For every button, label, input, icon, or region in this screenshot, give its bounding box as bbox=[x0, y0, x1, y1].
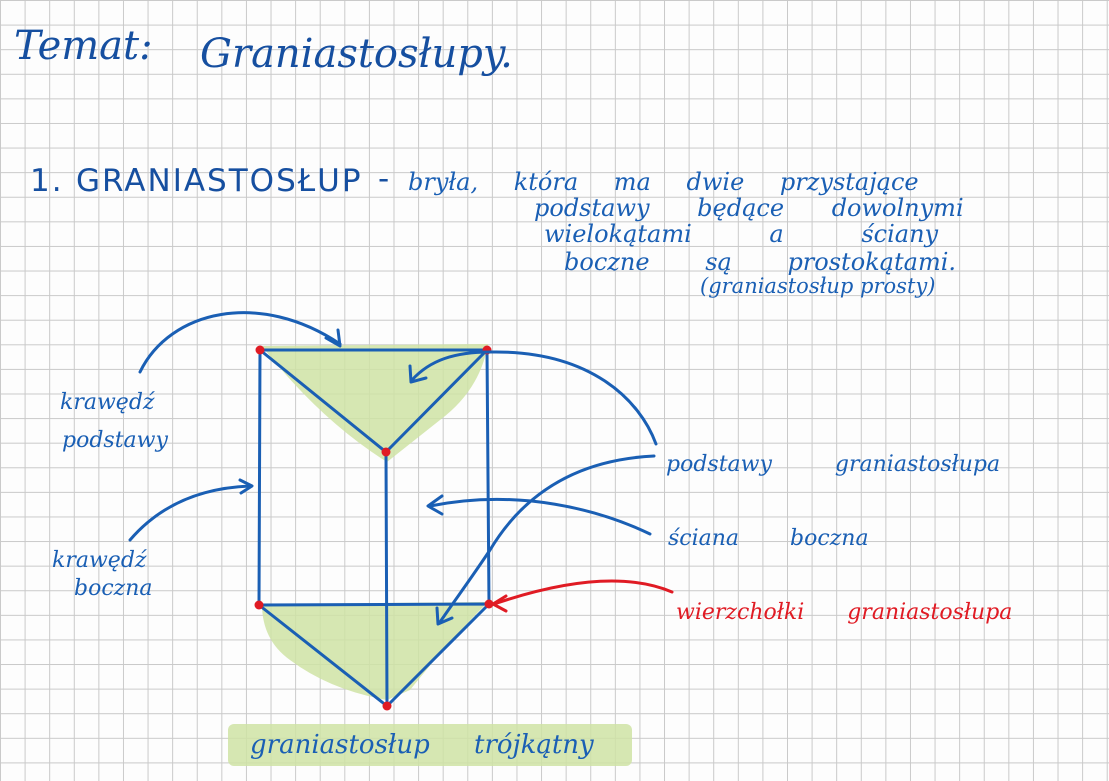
annotation-arrows bbox=[128, 311, 658, 626]
right-lateral-edge bbox=[485, 348, 491, 606]
vertex bbox=[255, 345, 265, 355]
arrow-lateral-edge-head bbox=[238, 478, 254, 495]
label-base-edge-line-1: krawędź bbox=[60, 390, 155, 415]
arrow-base-edge-head bbox=[324, 328, 342, 348]
page-title: Graniastosłupy. bbox=[200, 31, 513, 77]
label-lateral-face: ściana boczna bbox=[668, 526, 869, 551]
vertex bbox=[254, 600, 264, 610]
middle-lateral-edge bbox=[384, 450, 389, 708]
bottom-base-triangle bbox=[257, 602, 491, 708]
arrow-top-base-head bbox=[408, 364, 428, 384]
label-base-edge-line-2: podstawy bbox=[62, 428, 168, 453]
definition-line-2: podstawy będące dowolnymi bbox=[534, 194, 964, 222]
top-base-shading bbox=[262, 344, 488, 462]
arrow-vertices bbox=[492, 579, 674, 606]
left-lateral-edge bbox=[257, 348, 262, 607]
definition-number: 1. bbox=[30, 163, 64, 199]
arrow-bottom-base-head bbox=[435, 606, 454, 626]
title-label: Temat: bbox=[14, 23, 153, 69]
definition-line-5: (graniastosłup prosty) bbox=[700, 274, 936, 298]
arrow-top-base bbox=[410, 350, 658, 446]
vertex bbox=[381, 447, 391, 457]
definition-dash: - bbox=[378, 161, 392, 197]
label-lateral-edge-line-1: krawędź bbox=[52, 548, 147, 573]
vertex bbox=[484, 599, 494, 609]
label-bases: podstawy graniastosłupa bbox=[666, 452, 1001, 477]
definition-line-3: wielokątami a ściany bbox=[544, 220, 939, 248]
prism-edges bbox=[257, 348, 491, 708]
arrow-lateral-face-head bbox=[426, 494, 444, 516]
figure-caption: graniastosłup trójkątny bbox=[250, 730, 594, 760]
definition-term: GRANIASTOSŁUP bbox=[76, 163, 363, 199]
definition-line-4: boczne są prostokątami. bbox=[564, 248, 957, 276]
vertex bbox=[382, 701, 392, 711]
label-vertices: wierzchołki graniastosłupa bbox=[676, 600, 1013, 625]
arrow-lateral-edge bbox=[128, 484, 252, 542]
vertex-arrow bbox=[491, 579, 674, 613]
definition-line-1: bryła, która ma dwie przystające bbox=[408, 168, 919, 196]
arrow-lateral-face bbox=[428, 497, 652, 536]
caption-highlight bbox=[228, 724, 632, 766]
top-base-triangle bbox=[258, 348, 489, 454]
label-lateral-edge-line-2: boczna bbox=[74, 576, 153, 601]
bottom-base-shading bbox=[262, 602, 488, 700]
arrow-base-edge bbox=[138, 311, 342, 374]
arrow-bottom-base bbox=[438, 454, 656, 624]
arrow-vertices-head bbox=[491, 594, 508, 613]
